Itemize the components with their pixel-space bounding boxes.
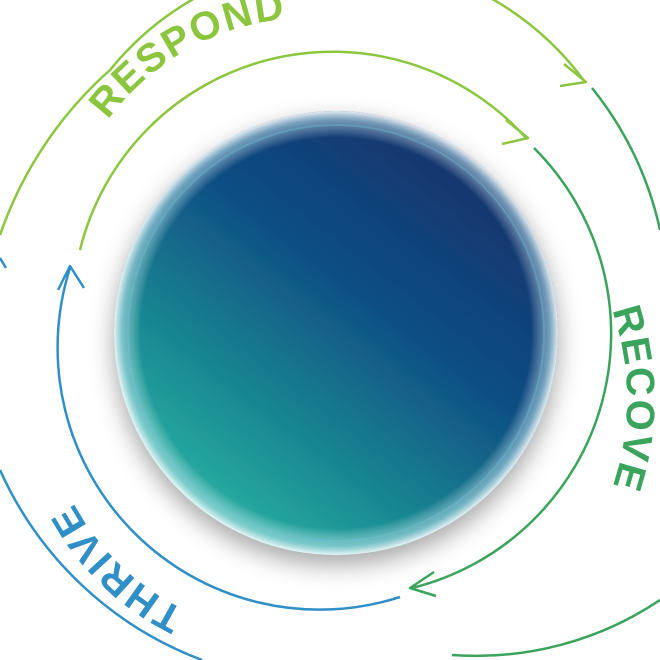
outer-ring-green-arc [0, 0, 587, 236]
inner-ring [56, 50, 613, 611]
inner-respond-arrow-head [501, 119, 530, 146]
center-disc-rim [114, 111, 558, 555]
inner-ring-thrive-arc [56, 267, 401, 611]
outer-arrow-head [559, 63, 588, 88]
outer-ring-blue-arc [0, 469, 203, 660]
inner-ring-recover-arc [411, 147, 613, 590]
outer-ring-bottom-green-arc [451, 598, 660, 658]
inner-thrive-arrow-head [56, 264, 86, 291]
outer-ring-blue-tick [0, 257, 8, 269]
inner-ring-respond-arc [78, 50, 527, 251]
center-disc [114, 111, 558, 555]
center-disc-inner-lip [127, 124, 545, 542]
outer-ring-dark-green-arc [591, 87, 660, 231]
inner-recover-arrow-head [408, 570, 437, 598]
